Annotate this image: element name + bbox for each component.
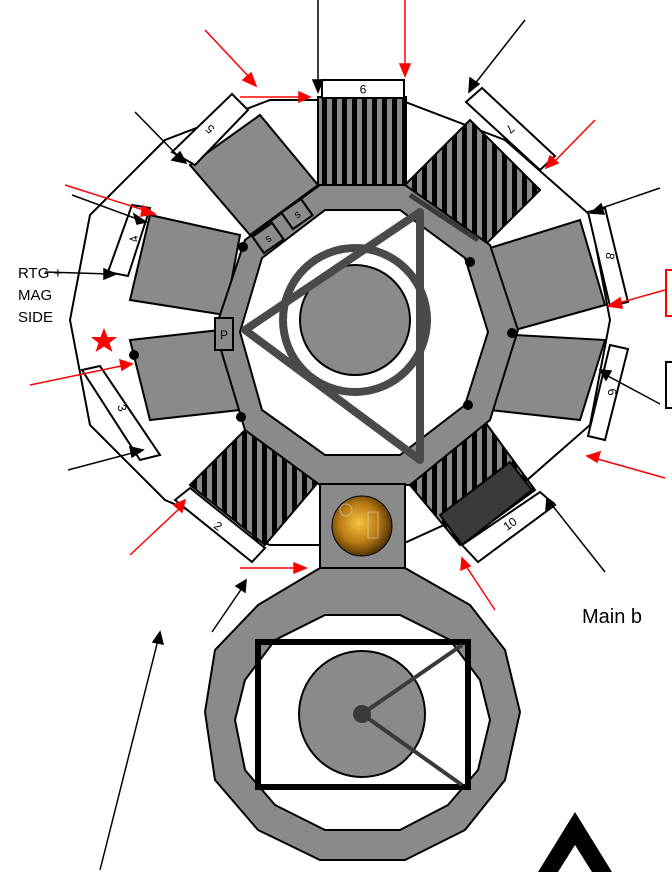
lower-bus-strut-2: [360, 712, 464, 787]
tab-left-lower: [80, 364, 162, 462]
right-edge-black-box: [665, 361, 672, 409]
bay-label-left-lower: 3: [114, 403, 129, 413]
boom-line: [408, 192, 480, 243]
bay-label-left-upper: 4: [126, 234, 141, 244]
tab-lower-right: [460, 490, 557, 564]
s-marker-2: s: [280, 197, 314, 231]
side-label-line3: SIDE: [18, 309, 53, 326]
tab-right-lower: [586, 343, 630, 442]
lower-bus-strut-1: [360, 643, 464, 716]
bay-upper-left: [188, 113, 320, 237]
black-arrows: [44, 0, 661, 871]
record-detail: [339, 503, 353, 517]
side-label-line1: RTG +: [18, 265, 63, 282]
p-marker: P: [214, 317, 234, 351]
tab-upper-left: [170, 92, 250, 167]
tab-upper-right: [464, 86, 557, 172]
red-arrows: [29, 0, 666, 611]
svg-text:P: P: [220, 328, 228, 342]
bay-top-louvers: [317, 96, 407, 186]
side-label-line2: MAG: [18, 287, 52, 304]
s-marker-1: s: [251, 221, 285, 255]
lower-bus-hub: [353, 705, 371, 723]
red-star-icon: [91, 328, 117, 352]
record-detail-2: [367, 511, 379, 539]
tab-top: [321, 79, 405, 99]
partial-caption: Main b: [582, 606, 642, 628]
lower-bus-frame: [255, 639, 471, 790]
bay-label-top: 9: [359, 82, 366, 96]
right-edge-red-box: [665, 269, 672, 317]
bay-label-right-lower: 6: [605, 387, 620, 396]
central-tank: [299, 264, 411, 376]
tab-lower-left: [173, 486, 267, 564]
north-arrow-icon: [538, 812, 612, 872]
bay-lower-right-dark-panel: [438, 460, 534, 547]
svg-text:s: s: [292, 208, 304, 221]
svg-text:s: s: [263, 232, 275, 245]
bay-panels: [128, 96, 607, 547]
central-triangle: [241, 208, 424, 464]
mount-dots: [129, 242, 517, 422]
bay-label-right-upper: 8: [602, 251, 617, 260]
central-ring: [279, 244, 431, 396]
golden-record-icon: [331, 495, 393, 557]
